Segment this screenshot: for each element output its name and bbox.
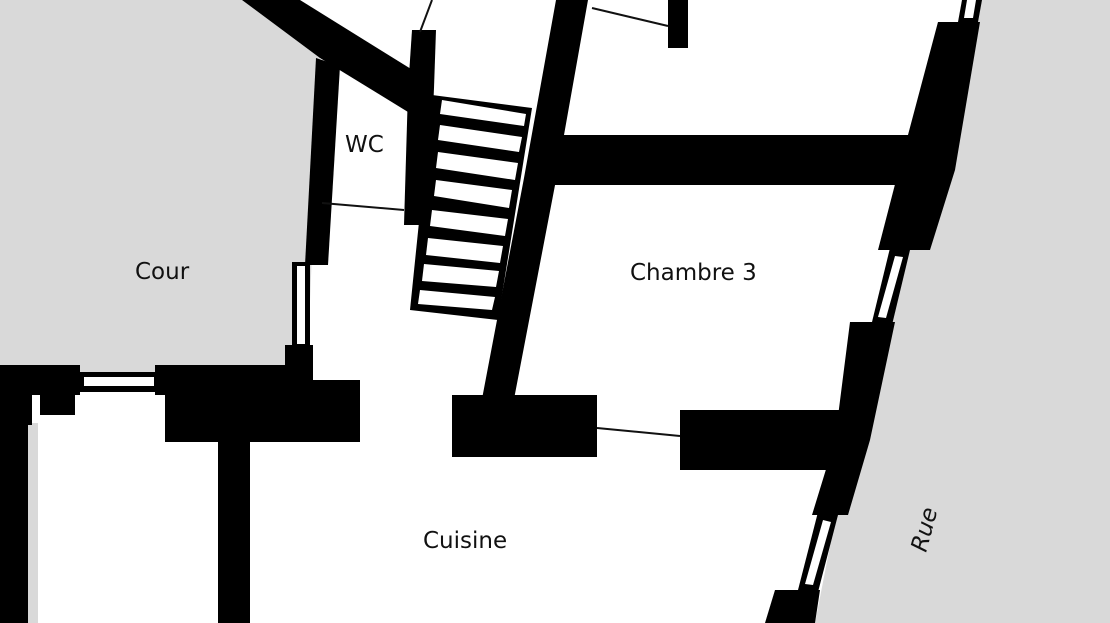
wall-courtyard-side xyxy=(305,58,340,265)
stair-step xyxy=(418,290,495,310)
wall-facade-upper xyxy=(878,22,980,250)
thin-lines xyxy=(321,0,681,437)
stair-step xyxy=(422,264,499,287)
windows xyxy=(80,0,982,592)
wall-lower-left-vertical xyxy=(218,430,250,623)
label-cuisine: Cuisine xyxy=(423,528,507,554)
line-upper-right xyxy=(591,7,669,27)
wall-left-horizontal xyxy=(0,365,80,395)
wall-facade-bottom xyxy=(765,590,820,623)
line-kitchen xyxy=(596,427,681,437)
wall-pier-center xyxy=(165,380,360,442)
stair-step xyxy=(440,100,526,126)
line-top xyxy=(419,0,433,33)
window-street-mid-glass xyxy=(878,256,903,318)
stair-step xyxy=(426,238,503,263)
window-courtyard-glass xyxy=(297,266,305,344)
window-street-top-glass xyxy=(964,0,976,18)
stair-step xyxy=(430,210,508,236)
street-area xyxy=(815,0,1110,623)
window-street-low-glass xyxy=(805,520,831,585)
line-wc xyxy=(321,202,405,211)
wall-central-spine xyxy=(478,0,588,420)
window-lower-left-glass xyxy=(84,377,154,386)
stair-steps xyxy=(418,100,526,310)
wall-upper-stub xyxy=(668,0,688,48)
wall-kitchen-block-right xyxy=(680,410,840,470)
wall-facade-lower xyxy=(812,322,895,515)
label-wc: WC xyxy=(345,132,384,158)
stair-outline xyxy=(410,95,532,320)
wall-top-diagonal xyxy=(242,0,432,120)
label-chambre-3: Chambre 3 xyxy=(630,260,757,286)
stair-step xyxy=(434,180,512,208)
staircase xyxy=(410,95,532,320)
walls xyxy=(0,0,980,623)
wall-far-left-vertical xyxy=(0,415,28,623)
label-cour: Cour xyxy=(135,259,190,285)
wall-cross-street xyxy=(552,135,910,185)
stair-step xyxy=(436,152,518,180)
wall-kitchen-block-left xyxy=(452,395,597,457)
courtyard-area xyxy=(0,0,320,378)
stair-step xyxy=(438,125,522,152)
wall-left-edge-b xyxy=(40,395,75,415)
